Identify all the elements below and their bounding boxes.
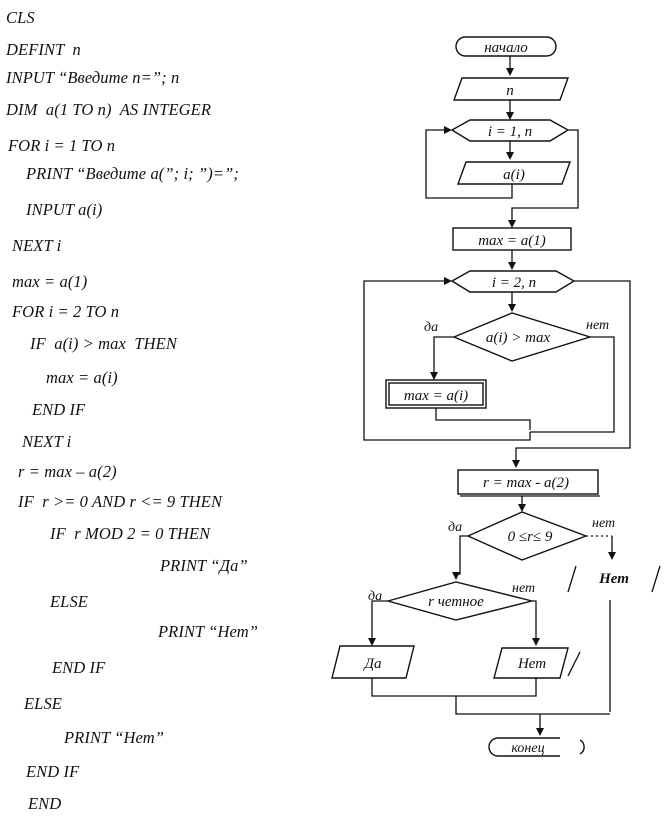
end-label: конец	[511, 741, 544, 756]
input-n-label: n	[506, 83, 514, 99]
arrowhead	[506, 68, 514, 76]
output-yes-label: Да	[362, 656, 381, 672]
cond-even-no-label: нет	[512, 581, 535, 596]
code-line-if-max: IF a(i) > max THEN	[30, 334, 177, 353]
output-no-inner-box	[493, 647, 569, 679]
code-line-max-init: max = a(1)	[12, 272, 88, 291]
cond-even-yes-edge	[371, 600, 388, 640]
code-line-if-mod: IF r MOD 2 = 0 THEN	[50, 524, 211, 543]
start-label: начало	[484, 40, 528, 56]
cond-even-yes-label: да	[368, 589, 382, 604]
code-line-end: END	[28, 794, 62, 813]
code-line-end-if-3: END IF	[26, 762, 80, 781]
cond-even-no-edge	[532, 600, 537, 640]
arrowhead	[452, 572, 460, 580]
arrowhead	[368, 638, 376, 646]
assign-r-label: r = max - a(2)	[483, 475, 569, 491]
flowchart: начало n i = 1, n a(i) max = a(1) i = 2,…	[331, 36, 661, 757]
arrowhead	[506, 152, 514, 160]
cond-range-no-label: нет	[592, 516, 615, 531]
output-no-inner-label: Нет	[517, 656, 546, 672]
code-line-for-1: FOR i = 1 TO n	[8, 136, 116, 155]
input-n-box	[453, 77, 569, 101]
code-line-next-1: NEXT i	[12, 236, 62, 255]
input-ai-box	[457, 161, 571, 185]
arrowhead	[506, 112, 514, 120]
output-no-outer-right-edge	[651, 565, 661, 593]
cond-max-yes-edge	[433, 336, 454, 374]
assign-max2-inner-frame	[388, 382, 484, 406]
arrowhead	[518, 504, 526, 512]
loop2-back-edge	[363, 280, 531, 441]
code-line-input-ai: INPUT a(i)	[26, 200, 103, 219]
loop1-exit-edge	[511, 129, 579, 222]
end-terminator	[488, 737, 560, 757]
assign-max1-label: max = a(1)	[478, 233, 546, 249]
cond-max-yes-label: да	[424, 320, 438, 335]
code-line-for-2: FOR i = 2 TO n	[12, 302, 120, 321]
loop2-label: i = 2, n	[492, 275, 536, 291]
loop2-exit-edge	[515, 280, 631, 462]
cond-range-label: 0 ≤r≤ 9	[508, 529, 553, 545]
output-no-outer-label: Нет	[598, 571, 629, 587]
arrowhead	[444, 277, 452, 285]
basic-program-listing: CLS DEFINT n INPUT “Введите n=”; n DIM a…	[0, 0, 330, 820]
assign-r-box	[457, 469, 599, 495]
arrowhead	[512, 460, 520, 468]
code-line-input-n: INPUT “Введите n=”; n	[6, 68, 180, 87]
cond-max-label: a(i) > max	[486, 330, 551, 346]
code-line-end-if-2: END IF	[52, 658, 106, 677]
code-line-max-assign: max = a(i)	[46, 368, 118, 387]
code-line-defint: DEFINT n	[6, 40, 81, 59]
cond-max-no-edge	[530, 336, 615, 433]
code-line-print-no-1: PRINT “Нет”	[158, 622, 259, 641]
cond-range-yes-edge	[456, 535, 468, 575]
code-line-else-1: ELSE	[50, 592, 88, 611]
arrowhead	[508, 304, 516, 312]
loop1-back-edge	[425, 129, 513, 199]
code-line-end-if-1: END IF	[32, 400, 86, 419]
arrowhead	[536, 728, 544, 736]
cond-even-label: r четное	[428, 594, 484, 610]
input-ai-label: a(i)	[503, 167, 525, 183]
cond-max-no-label: нет	[586, 318, 609, 333]
output-no-outer-left-edge	[567, 565, 577, 593]
code-line-else-2: ELSE	[24, 694, 62, 713]
start-terminator	[455, 36, 557, 57]
code-line-if-range: IF r >= 0 AND r <= 9 THEN	[18, 492, 223, 511]
end-terminator-right-cap	[579, 739, 585, 755]
code-line-dim: DIM a(1 TO n) AS INTEGER	[6, 100, 212, 119]
merge-outer-edge	[455, 696, 610, 715]
arrowhead	[532, 638, 540, 646]
arrowhead	[608, 552, 616, 560]
output-no-inner-slash	[567, 651, 581, 677]
loop1-label: i = 1, n	[488, 124, 532, 140]
merge-inner-edge	[371, 678, 537, 697]
code-line-print-no-2: PRINT “Нет”	[64, 728, 165, 747]
arrowhead	[430, 372, 438, 380]
code-line-next-2: NEXT i	[22, 432, 72, 451]
arrowhead	[508, 220, 516, 228]
assign-max2-label: max = a(i)	[404, 388, 468, 404]
code-line-cls: CLS	[6, 8, 35, 27]
arrowhead	[444, 126, 452, 134]
cond-range-yes-label: да	[448, 520, 462, 535]
code-line-print-prompt: PRINT “Введите a(”; i; ”)=”;	[26, 164, 239, 183]
code-line-print-yes: PRINT “Да”	[160, 556, 248, 575]
code-line-r-assign: r = max – a(2)	[18, 462, 117, 481]
assign-max2-out-edge	[435, 408, 531, 430]
output-yes-box	[331, 645, 415, 679]
arrowhead	[508, 262, 516, 270]
